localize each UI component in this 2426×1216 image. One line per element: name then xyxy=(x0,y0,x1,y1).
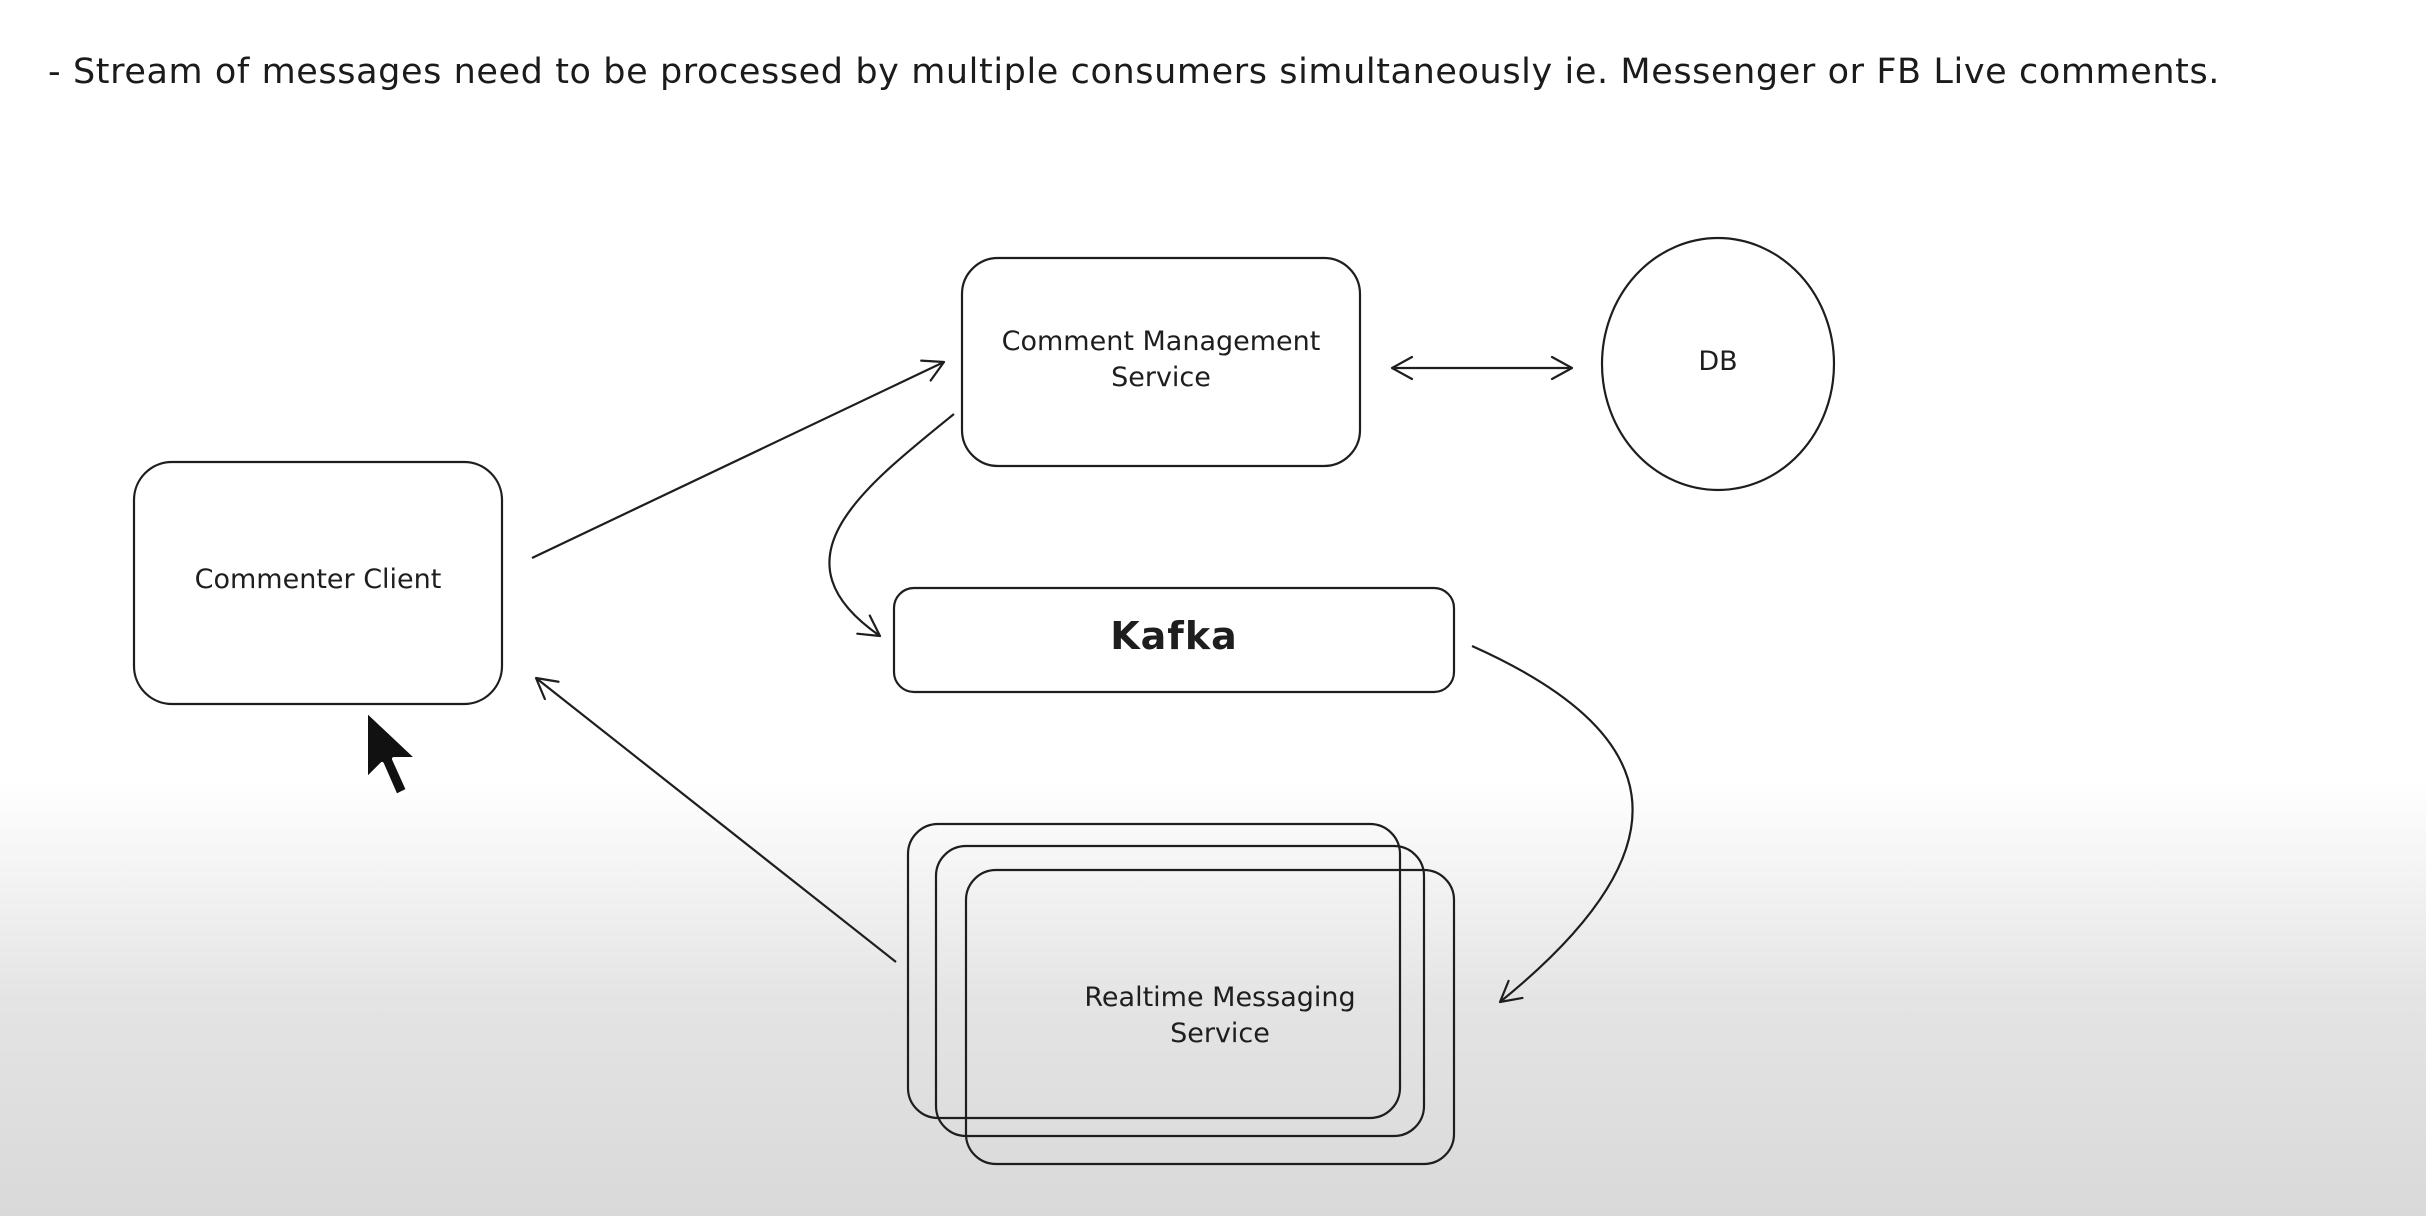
comment-management-label-line1: Comment Management xyxy=(1001,326,1321,357)
arrow-client-to-comment-management xyxy=(531,359,946,559)
db-circle xyxy=(1600,236,1836,492)
realtime-messaging-box-front xyxy=(964,868,1456,1166)
realtime-messaging-box-middle xyxy=(934,844,1426,1138)
arrow-kafka-to-realtime-messaging xyxy=(1471,644,1634,1004)
comment-management-label-line2: Service xyxy=(1111,362,1211,393)
arrow-comment-management-to-kafka xyxy=(828,413,955,638)
realtime-messaging-box-back xyxy=(906,822,1402,1120)
arrow-realtime-messaging-to-client xyxy=(534,676,897,963)
db-label: DB xyxy=(1698,346,1738,377)
mouse-pointer-icon xyxy=(364,708,420,798)
kafka-box xyxy=(892,586,1456,694)
heading-text: - Stream of messages need to be processe… xyxy=(48,52,2221,92)
kafka-label: Kafka xyxy=(1110,614,1238,658)
comment-management-box xyxy=(960,256,1362,468)
realtime-messaging-label-line1: Realtime Messaging xyxy=(1084,982,1356,1013)
comment-management-label: Comment Management Service xyxy=(962,324,1360,396)
realtime-messaging-label: Realtime Messaging Service xyxy=(1040,980,1400,1052)
realtime-messaging-label-line2: Service xyxy=(1170,1018,1270,1049)
commenter-client-label: Commenter Client xyxy=(194,564,442,595)
commenter-client-box xyxy=(132,460,504,706)
